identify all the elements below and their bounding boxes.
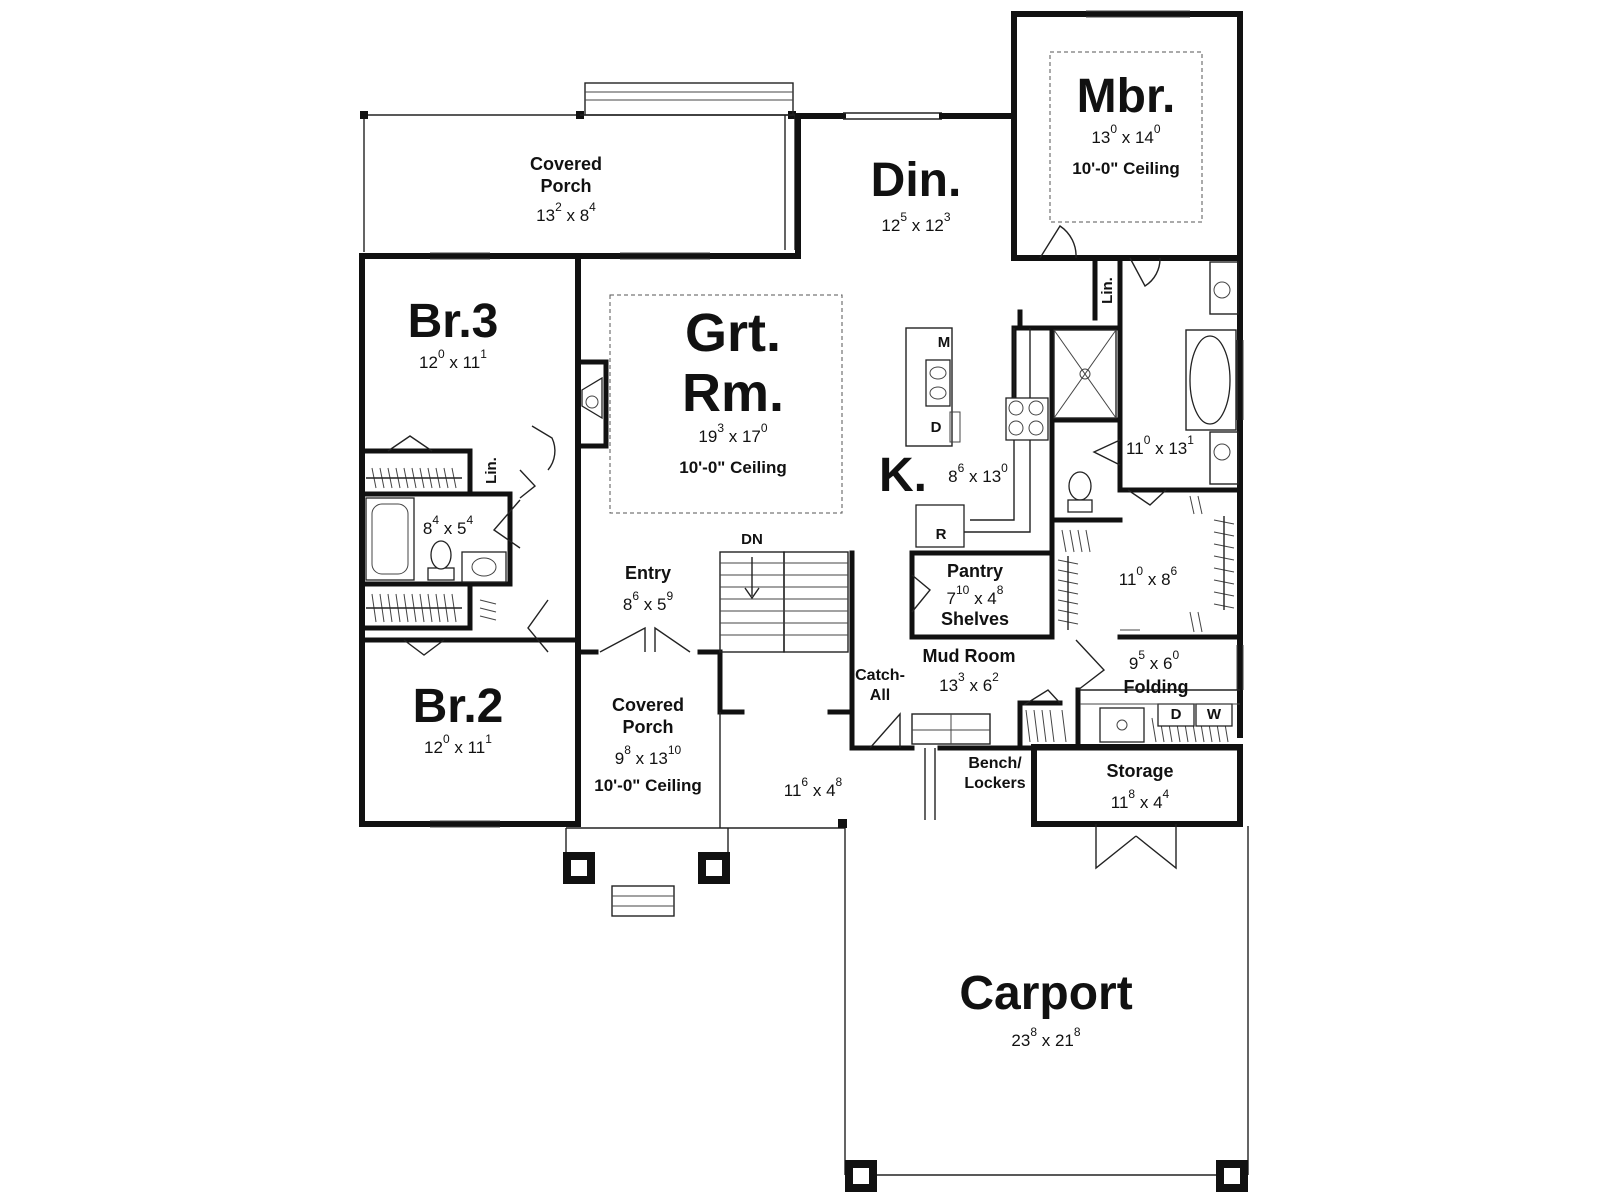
br2-dim: 120 x 111 xyxy=(424,732,492,757)
front-porch-ceiling: 10'-0" Ceiling xyxy=(594,776,702,795)
staircase xyxy=(719,551,849,653)
exterior-outlines xyxy=(563,712,1249,1192)
dining-label: Din. 125 x 123 xyxy=(870,154,962,235)
folding-label: Folding xyxy=(1123,677,1189,697)
carport-label: Carport 238 x 218 xyxy=(959,967,1133,1050)
entry-label: Entry 86 x 59 xyxy=(622,563,674,614)
pantry-shelves: Shelves xyxy=(940,609,1010,629)
mud-room-label: Mud Room 133 x 62 xyxy=(922,646,1016,695)
master-bath-dim: 110 x 131 xyxy=(1126,433,1194,458)
storage-dim: 118 x 44 xyxy=(1110,787,1170,812)
mud-room-dim: 133 x 62 xyxy=(939,670,999,695)
br2-label: Br.2 120 x 111 xyxy=(412,680,504,757)
front-stoop-dim: 116 x 48 xyxy=(783,775,843,800)
dishwasher-label: D xyxy=(930,419,942,436)
rear-porch-label: Covered Porch 132 x 84 xyxy=(529,154,603,225)
front-porch-dim: 98 x 1310 xyxy=(614,743,682,768)
storage-label: Storage 118 x 44 xyxy=(1106,761,1174,812)
closet-rods xyxy=(366,467,1235,743)
br3-dim: 120 x 111 xyxy=(419,347,487,372)
bench-lockers-label: Bench/ Lockers xyxy=(964,755,1026,792)
kitchen-dim: 86 x 130 xyxy=(948,461,1008,486)
fixtures xyxy=(365,261,1240,745)
doors xyxy=(387,225,1177,870)
br3-label: Br.3 120 x 111 xyxy=(407,295,499,372)
hall-bath-dim: 84 x 54 xyxy=(422,513,474,538)
stair-down-label: DN xyxy=(741,531,763,548)
carport-dim: 238 x 218 xyxy=(1011,1025,1081,1050)
refrigerator-label: R xyxy=(935,526,947,543)
catch-all-label: Catch- All xyxy=(855,667,905,704)
laundry-dim: 95 x 60 xyxy=(1128,648,1180,673)
dryer-label: D xyxy=(1170,706,1182,723)
kitchen-label: K. xyxy=(879,449,927,502)
exterior-walls xyxy=(359,11,1243,827)
washer-label: W xyxy=(1206,706,1222,723)
great-room-ceiling: 10'-0" Ceiling xyxy=(679,458,787,477)
great-room-label: Grt. Rm. 193 x 170 10'-0" Ceiling xyxy=(679,303,787,477)
microwave-label: M xyxy=(937,334,951,351)
interior-walls xyxy=(359,255,1243,751)
ceiling-outlines xyxy=(609,51,1203,514)
entry-dim: 86 x 59 xyxy=(622,589,674,614)
master-bedroom-label: Mbr. 130 x 140 10'-0" Ceiling xyxy=(1072,70,1180,178)
great-room-dim: 193 x 170 xyxy=(698,421,768,446)
master-bedroom-dim: 130 x 140 xyxy=(1091,122,1161,147)
rear-porch-dim: 132 x 84 xyxy=(536,200,596,225)
windows xyxy=(430,10,1244,828)
pantry-label: Pantry 710 x 48 Shelves xyxy=(940,561,1010,629)
linen-hall-label: Lin. xyxy=(482,457,500,484)
front-porch-label: Covered Porch 98 x 1310 10'-0" Ceiling xyxy=(594,695,702,795)
walk-in-closet-dim: 110 x 86 xyxy=(1118,564,1178,589)
master-bedroom-ceiling: 10'-0" Ceiling xyxy=(1072,159,1180,178)
dining-dim: 125 x 123 xyxy=(881,210,951,235)
linen-master-label: Lin. xyxy=(1098,277,1116,304)
pantry-dim: 710 x 48 xyxy=(946,583,1004,608)
